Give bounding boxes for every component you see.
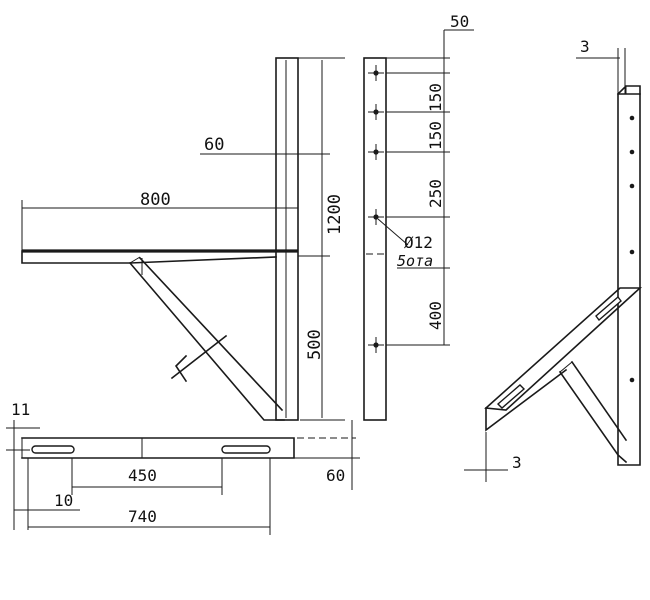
post-hole	[629, 115, 635, 121]
dimension-50: 50	[450, 12, 469, 31]
post-hole	[629, 249, 635, 255]
dimension-150-b: 150	[426, 121, 445, 150]
brace-3d-inner	[570, 360, 628, 442]
dimension-11: 11	[6, 400, 40, 530]
dimension-label: 60	[204, 135, 224, 155]
section-marker-line	[170, 334, 228, 380]
arm-slot-right	[221, 445, 271, 454]
arm-slot	[595, 295, 622, 322]
dimension-60-top: 60	[200, 135, 330, 155]
dimension-10: 10	[14, 458, 80, 530]
dimension-150-a: 150	[426, 83, 445, 112]
dimension-740: 740	[28, 458, 271, 535]
dimension-800: 800	[21, 190, 298, 251]
vertical-post	[275, 57, 299, 421]
mounting-hole	[368, 65, 384, 81]
post-hole	[629, 377, 635, 383]
dimension-3-bottom: 3	[464, 432, 522, 482]
dimension-label: 60	[326, 466, 345, 485]
mounting-hole	[368, 209, 384, 225]
post-hole	[629, 183, 635, 189]
diagonal-brace-outer	[128, 261, 285, 421]
dimension-label: 1200	[325, 194, 345, 235]
dimension-60-bottom: 60	[294, 420, 360, 490]
section-marker-arrow	[174, 354, 188, 383]
bracket-3d-view	[484, 85, 643, 466]
mounting-hole	[368, 104, 384, 120]
dimension-400: 400	[426, 301, 445, 330]
post-front-outline	[363, 57, 387, 421]
mounting-hole	[368, 337, 384, 353]
bracket-side-view	[21, 57, 299, 421]
dimension-500: 500	[298, 255, 330, 418]
mounting-holes	[368, 65, 384, 353]
hole-diameter-label: Ø12	[404, 233, 433, 252]
dimension-label: 3	[580, 37, 590, 56]
arm-slot-left	[31, 445, 75, 454]
dimension-label: 3	[512, 453, 522, 472]
dimension-label: 11	[11, 400, 30, 419]
dimension-250: 250	[426, 179, 445, 208]
dimension-label: 800	[140, 190, 171, 210]
dimension-450: 450	[71, 458, 223, 495]
dimension-label: 10	[54, 491, 73, 510]
post-hole	[629, 149, 635, 155]
dimension-label: 740	[128, 507, 157, 526]
horizontal-arm-body	[21, 250, 277, 264]
hole-leader	[377, 218, 409, 246]
post-front-view	[363, 29, 474, 421]
arm-slot	[496, 384, 526, 409]
arm-plan-view	[21, 437, 356, 459]
dimension-label: 450	[128, 466, 157, 485]
brace-3d-outer	[558, 370, 628, 464]
mounting-hole	[368, 144, 384, 160]
dimension-3-top: 3	[576, 37, 626, 94]
note-label: 5ота	[397, 252, 433, 270]
post-3d	[617, 93, 641, 466]
diagonal-brace-inner	[138, 256, 284, 412]
arm-3d	[484, 287, 643, 411]
dimension-label: 500	[305, 329, 325, 360]
